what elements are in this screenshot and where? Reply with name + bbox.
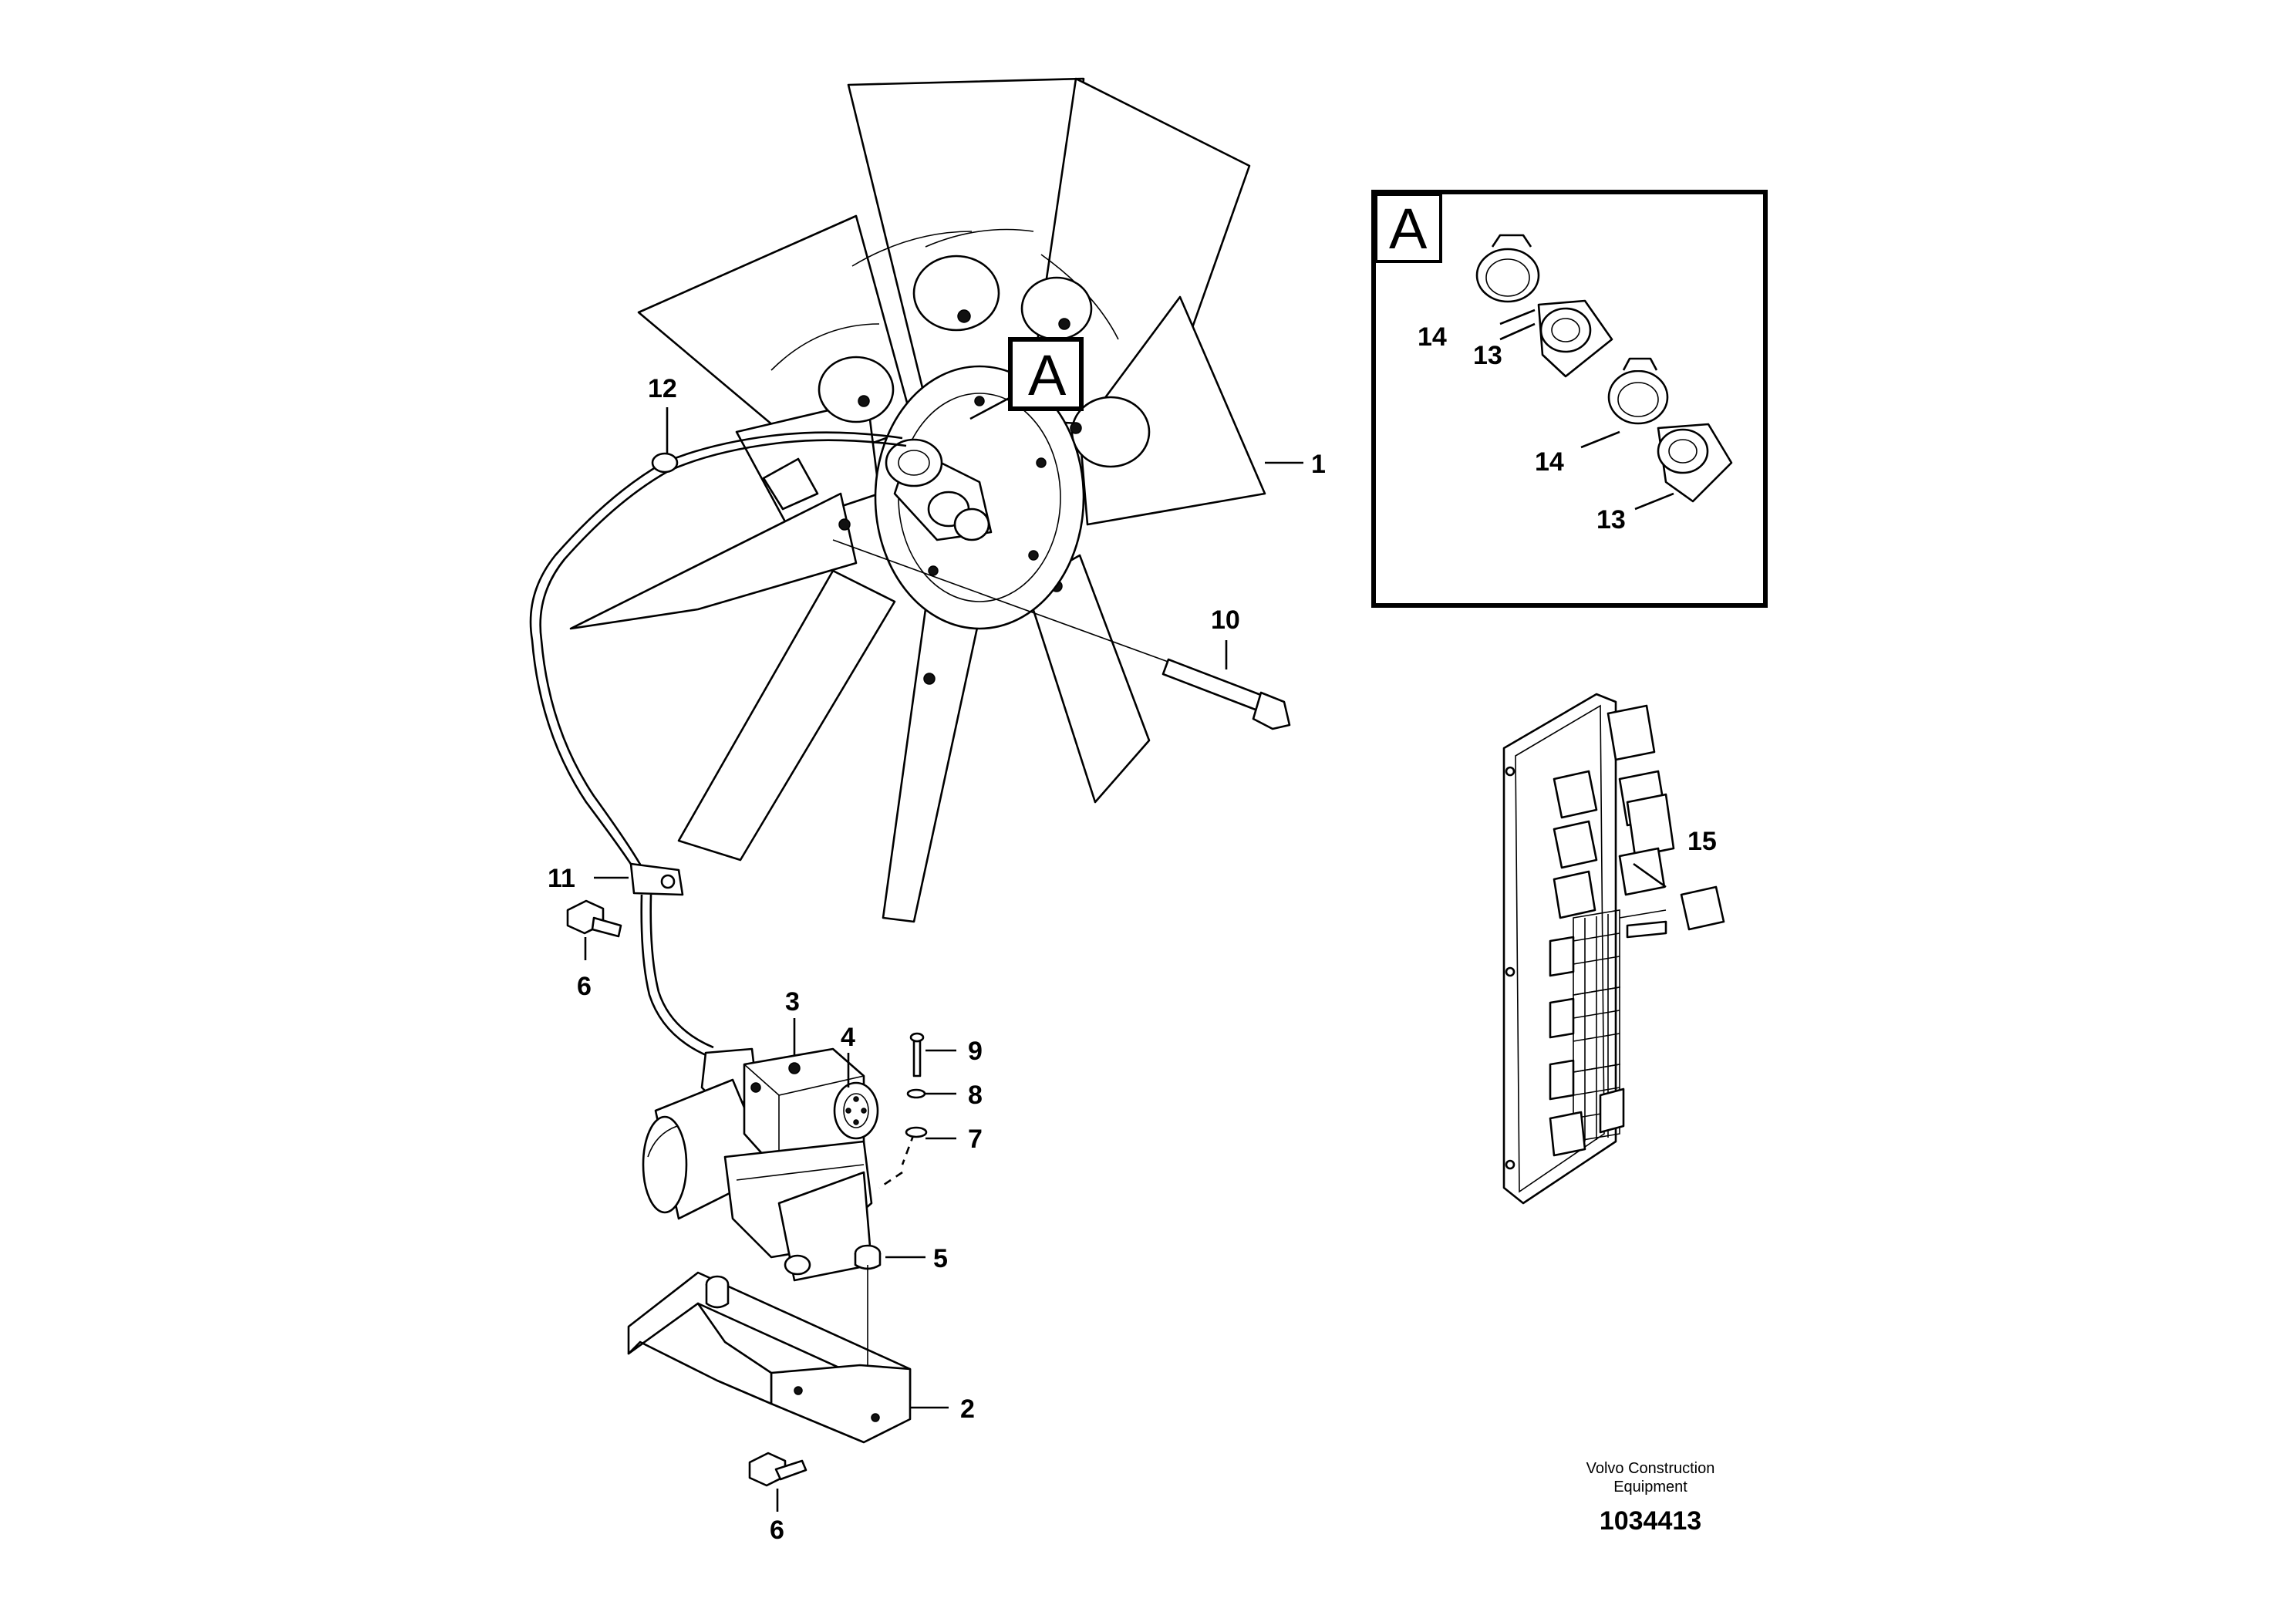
callout-14-upper: 14 — [1418, 322, 1447, 352]
callout-2: 2 — [960, 1394, 975, 1424]
detail-a-box — [1371, 190, 1768, 608]
detail-box-letter: A — [1389, 197, 1428, 261]
callout-6-upper: 6 — [577, 972, 592, 1001]
callout-13-upper: 13 — [1473, 341, 1502, 370]
callout-1: 1 — [1311, 450, 1326, 479]
fan-assembly — [569, 77, 1266, 923]
callout-9: 9 — [968, 1037, 983, 1066]
bolt-upper — [566, 899, 622, 938]
callout-3: 3 — [785, 987, 800, 1017]
relay-board — [1502, 693, 1725, 1205]
callout-10: 10 — [1211, 605, 1240, 635]
sleeve-13-lower — [1657, 423, 1733, 503]
fan-motor-pump — [642, 1047, 879, 1282]
clamp-14-lower — [1607, 357, 1669, 425]
drawing-number: 1034413 — [1600, 1506, 1701, 1536]
sleeve-13-upper — [1537, 299, 1613, 378]
leader-lines — [584, 309, 1674, 1512]
hydraulic-hose — [529, 431, 907, 1058]
mounting-bracket — [627, 1265, 912, 1444]
company-line-1: Volvo Construction — [1586, 1460, 1715, 1477]
callout-15: 15 — [1687, 827, 1717, 856]
callout-12: 12 — [648, 374, 677, 403]
spacer — [854, 1244, 882, 1270]
callout-7: 7 — [968, 1125, 983, 1154]
callout-11: 11 — [548, 864, 575, 893]
callout-13-lower: 13 — [1596, 505, 1626, 534]
company-line-2: Equipment — [1613, 1479, 1687, 1496]
hose-clamp — [629, 862, 684, 896]
clamp-14-upper — [1475, 234, 1540, 303]
callout-5: 5 — [933, 1244, 948, 1273]
callout-14-lower: 14 — [1535, 447, 1564, 477]
callout-6-lower: 6 — [770, 1516, 784, 1545]
bolt-lower — [748, 1452, 807, 1487]
detail-marker-letter: A — [1028, 343, 1067, 407]
screw-set — [905, 1032, 928, 1138]
callout-4: 4 — [841, 1023, 855, 1052]
long-bolt — [832, 539, 1291, 730]
detail-a-marker: A — [1008, 337, 1084, 411]
callout-8: 8 — [968, 1081, 983, 1110]
